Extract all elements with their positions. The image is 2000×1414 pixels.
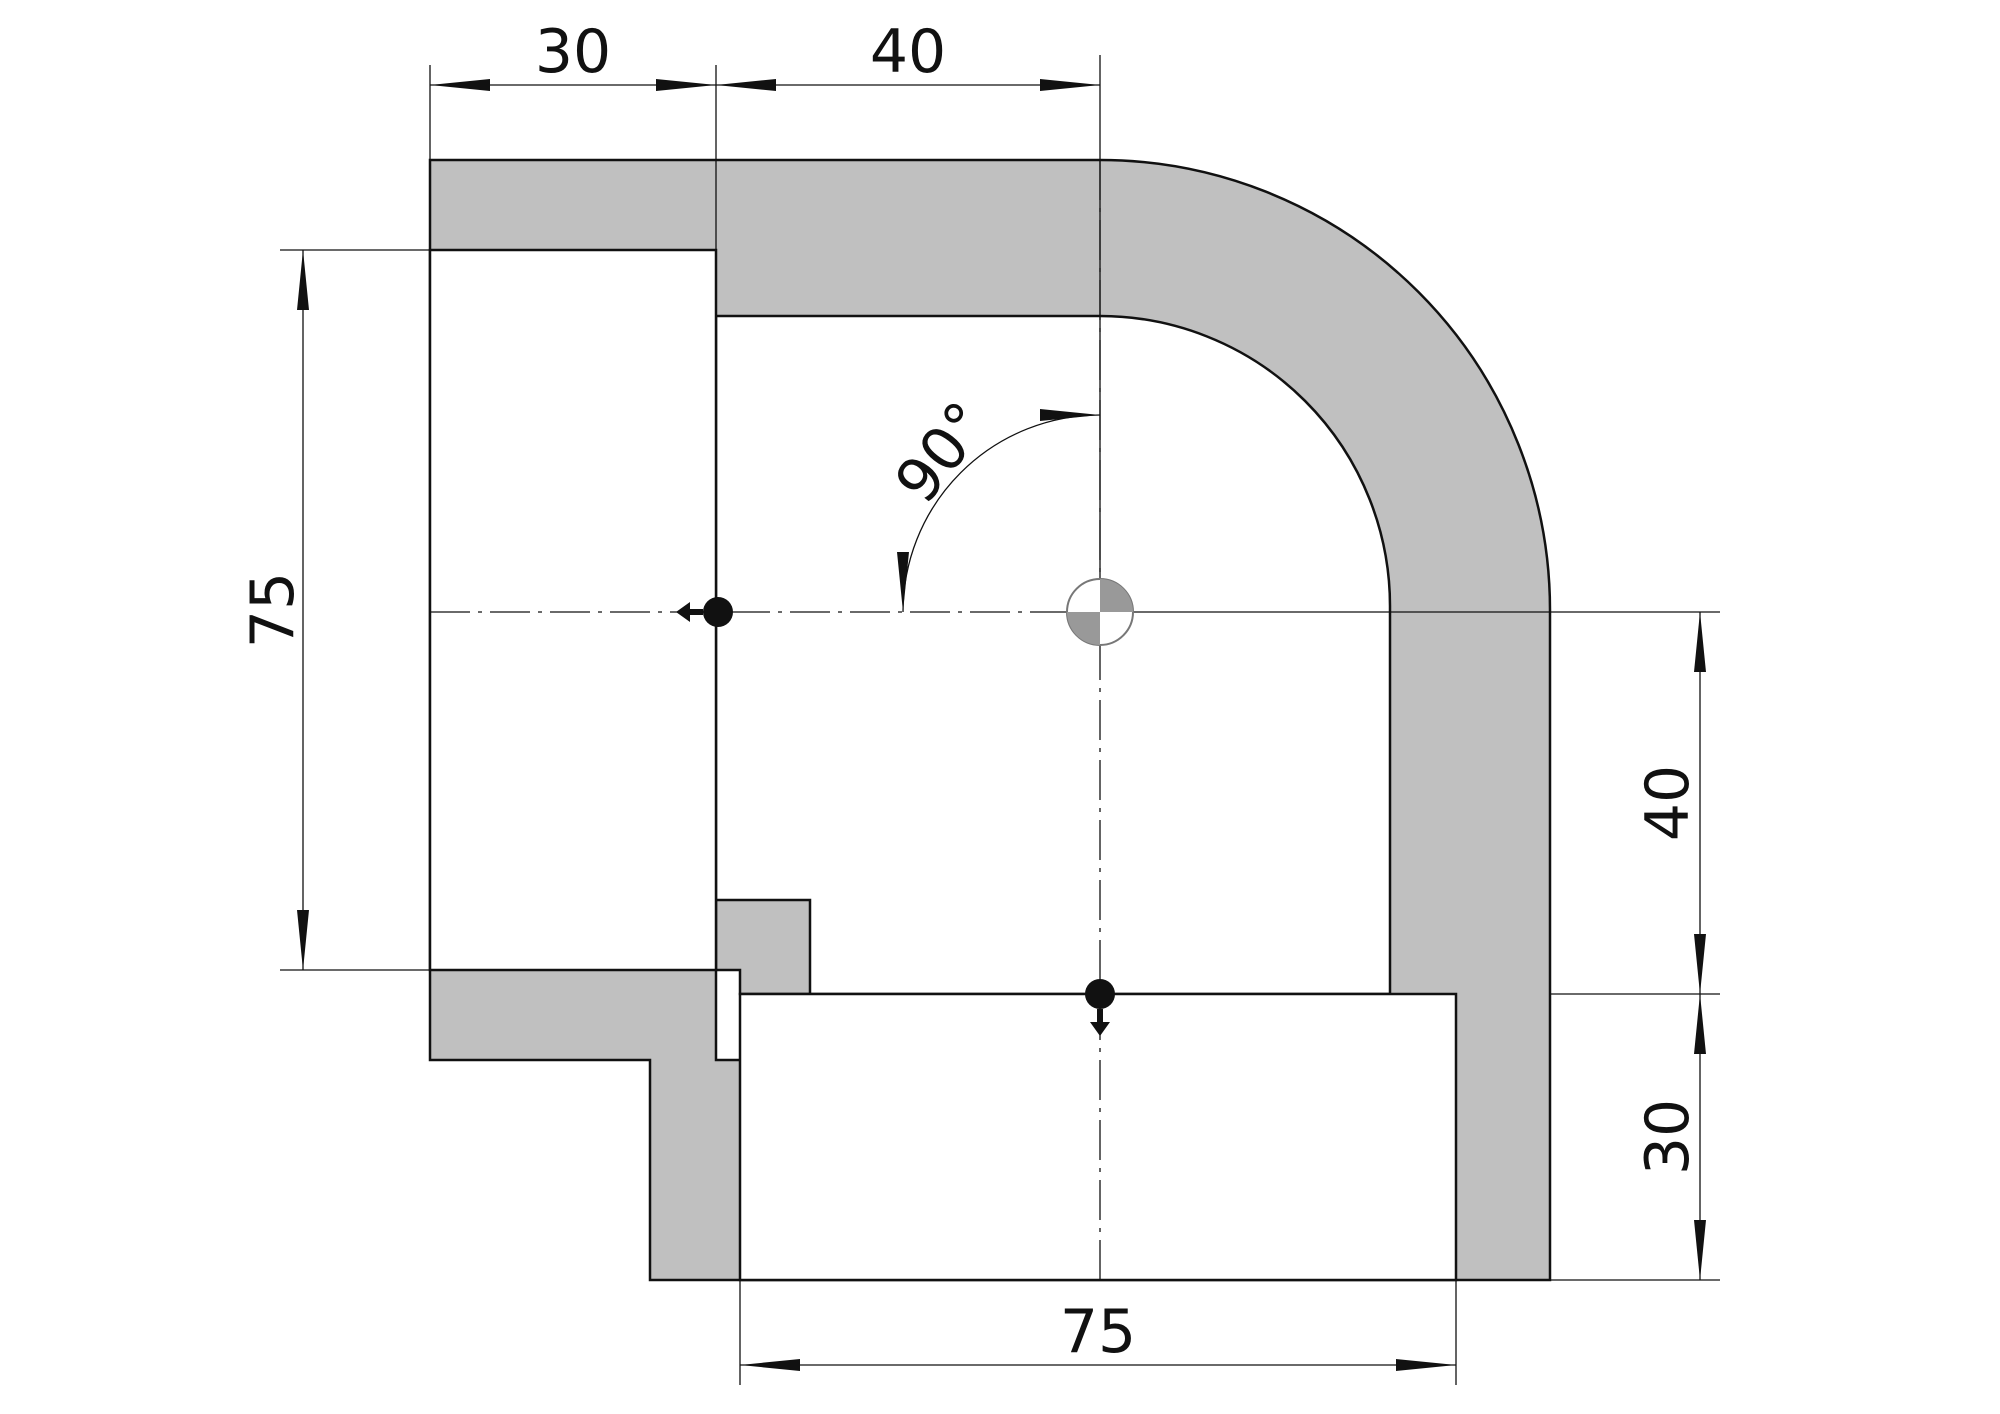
dim-left: 75 bbox=[238, 572, 308, 648]
dim-right-lower: 30 bbox=[1633, 1099, 1703, 1175]
inner-bore bbox=[714, 314, 1392, 1062]
center-of-gravity-icon bbox=[1066, 578, 1134, 646]
left-socket bbox=[428, 248, 718, 972]
dim-bottom: 75 bbox=[1060, 1297, 1136, 1367]
bottom-socket bbox=[738, 992, 1458, 1282]
port-arrow-down-icon bbox=[1085, 979, 1115, 1036]
dim-right-upper: 40 bbox=[1633, 765, 1703, 841]
port-arrow-left-icon bbox=[676, 597, 733, 627]
dim-top-left: 30 bbox=[535, 17, 611, 87]
dim-top-right: 40 bbox=[870, 17, 946, 87]
angle-arc bbox=[897, 409, 1101, 613]
